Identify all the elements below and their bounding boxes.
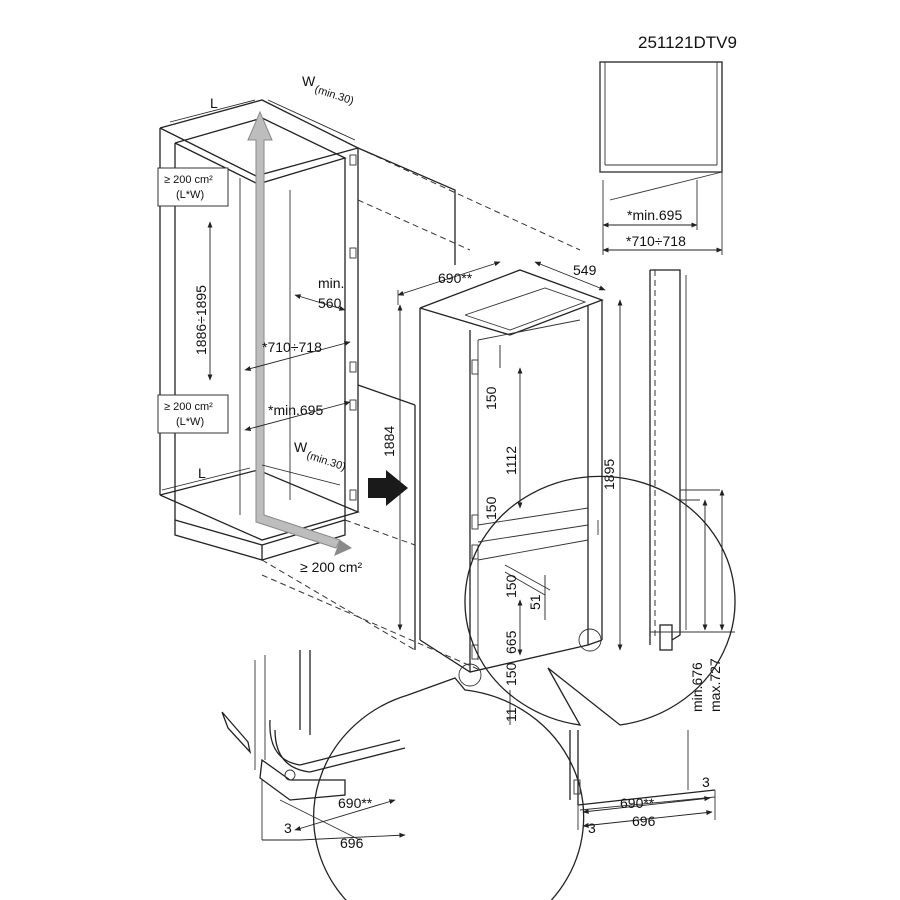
appliance-lower-section: 665 xyxy=(503,630,519,654)
niche-dim-W-bottom-sub: (min.30) xyxy=(305,449,347,473)
niche-vent-top-line2: (L*W) xyxy=(176,189,204,201)
detail-right-gap-left: 3 xyxy=(588,820,596,836)
appliance-dimensions: 690** 549 1884 1895 150 1112 150 150 51 … xyxy=(381,261,623,725)
top-view-min-width: *min.695 xyxy=(627,207,682,223)
niche-labels: L W (min.30) ≥ 200 cm² (L*W) 1886÷1895 m… xyxy=(157,73,362,575)
niche-dim-L-bottom: L xyxy=(198,465,206,481)
detail-left-total: 696 xyxy=(340,835,364,851)
detail-right-drawing xyxy=(464,475,736,830)
niche-min-width: *min.695 xyxy=(268,402,323,418)
niche-vent-bottom-line2: (L*W) xyxy=(176,416,204,428)
niche-height-range: 1886÷1895 xyxy=(193,285,209,355)
niche-min-depth-label1: min. xyxy=(318,275,344,291)
top-view-width-range: *710÷718 xyxy=(626,233,686,249)
detail-right-depth: 690** xyxy=(620,795,655,811)
appliance-gap-lower: 150 xyxy=(503,574,519,598)
detail-left-gap: 3 xyxy=(284,820,292,836)
detail-right-total: 696 xyxy=(632,813,656,829)
appliance-gap-middle: 150 xyxy=(483,496,499,520)
niche-dim-W-bottom: W xyxy=(294,439,308,455)
detail-left-depth: 690** xyxy=(338,795,373,811)
niche-dim-L-top: L xyxy=(210,95,218,111)
detail-right-gap-right: 3 xyxy=(702,774,710,790)
niche-dim-W-top: W xyxy=(302,73,316,89)
niche-vent-floor: ≥ 200 cm² xyxy=(300,559,362,575)
appliance-gap-bottom: 150 xyxy=(503,662,519,686)
side-view-min-height: min.676 xyxy=(689,662,705,712)
model-code: 251121DTV9 xyxy=(638,33,737,52)
niche-width-range: *710÷718 xyxy=(262,339,322,355)
side-view-drawing xyxy=(649,269,735,651)
niche-dim-W-top-sub: (min.30) xyxy=(313,83,355,107)
appliance-width: 549 xyxy=(573,262,597,278)
appliance-upper-section: 1112 xyxy=(503,446,519,475)
detail-left-drawing xyxy=(221,650,585,900)
appliance-total-height: 1895 xyxy=(601,459,617,490)
niche-vent-top-line1: ≥ 200 cm² xyxy=(164,174,213,186)
appliance-gap-top: 150 xyxy=(483,386,499,410)
top-view-drawing xyxy=(599,61,723,255)
appliance-door-offset: 51 xyxy=(527,594,543,610)
appliance-depth: 690** xyxy=(438,270,473,286)
appliance-height: 1884 xyxy=(381,426,397,457)
niche-vent-bottom-line1: ≥ 200 cm² xyxy=(164,401,213,413)
appliance-base-gap: 11 xyxy=(503,707,519,722)
niche-drawing xyxy=(159,99,581,671)
